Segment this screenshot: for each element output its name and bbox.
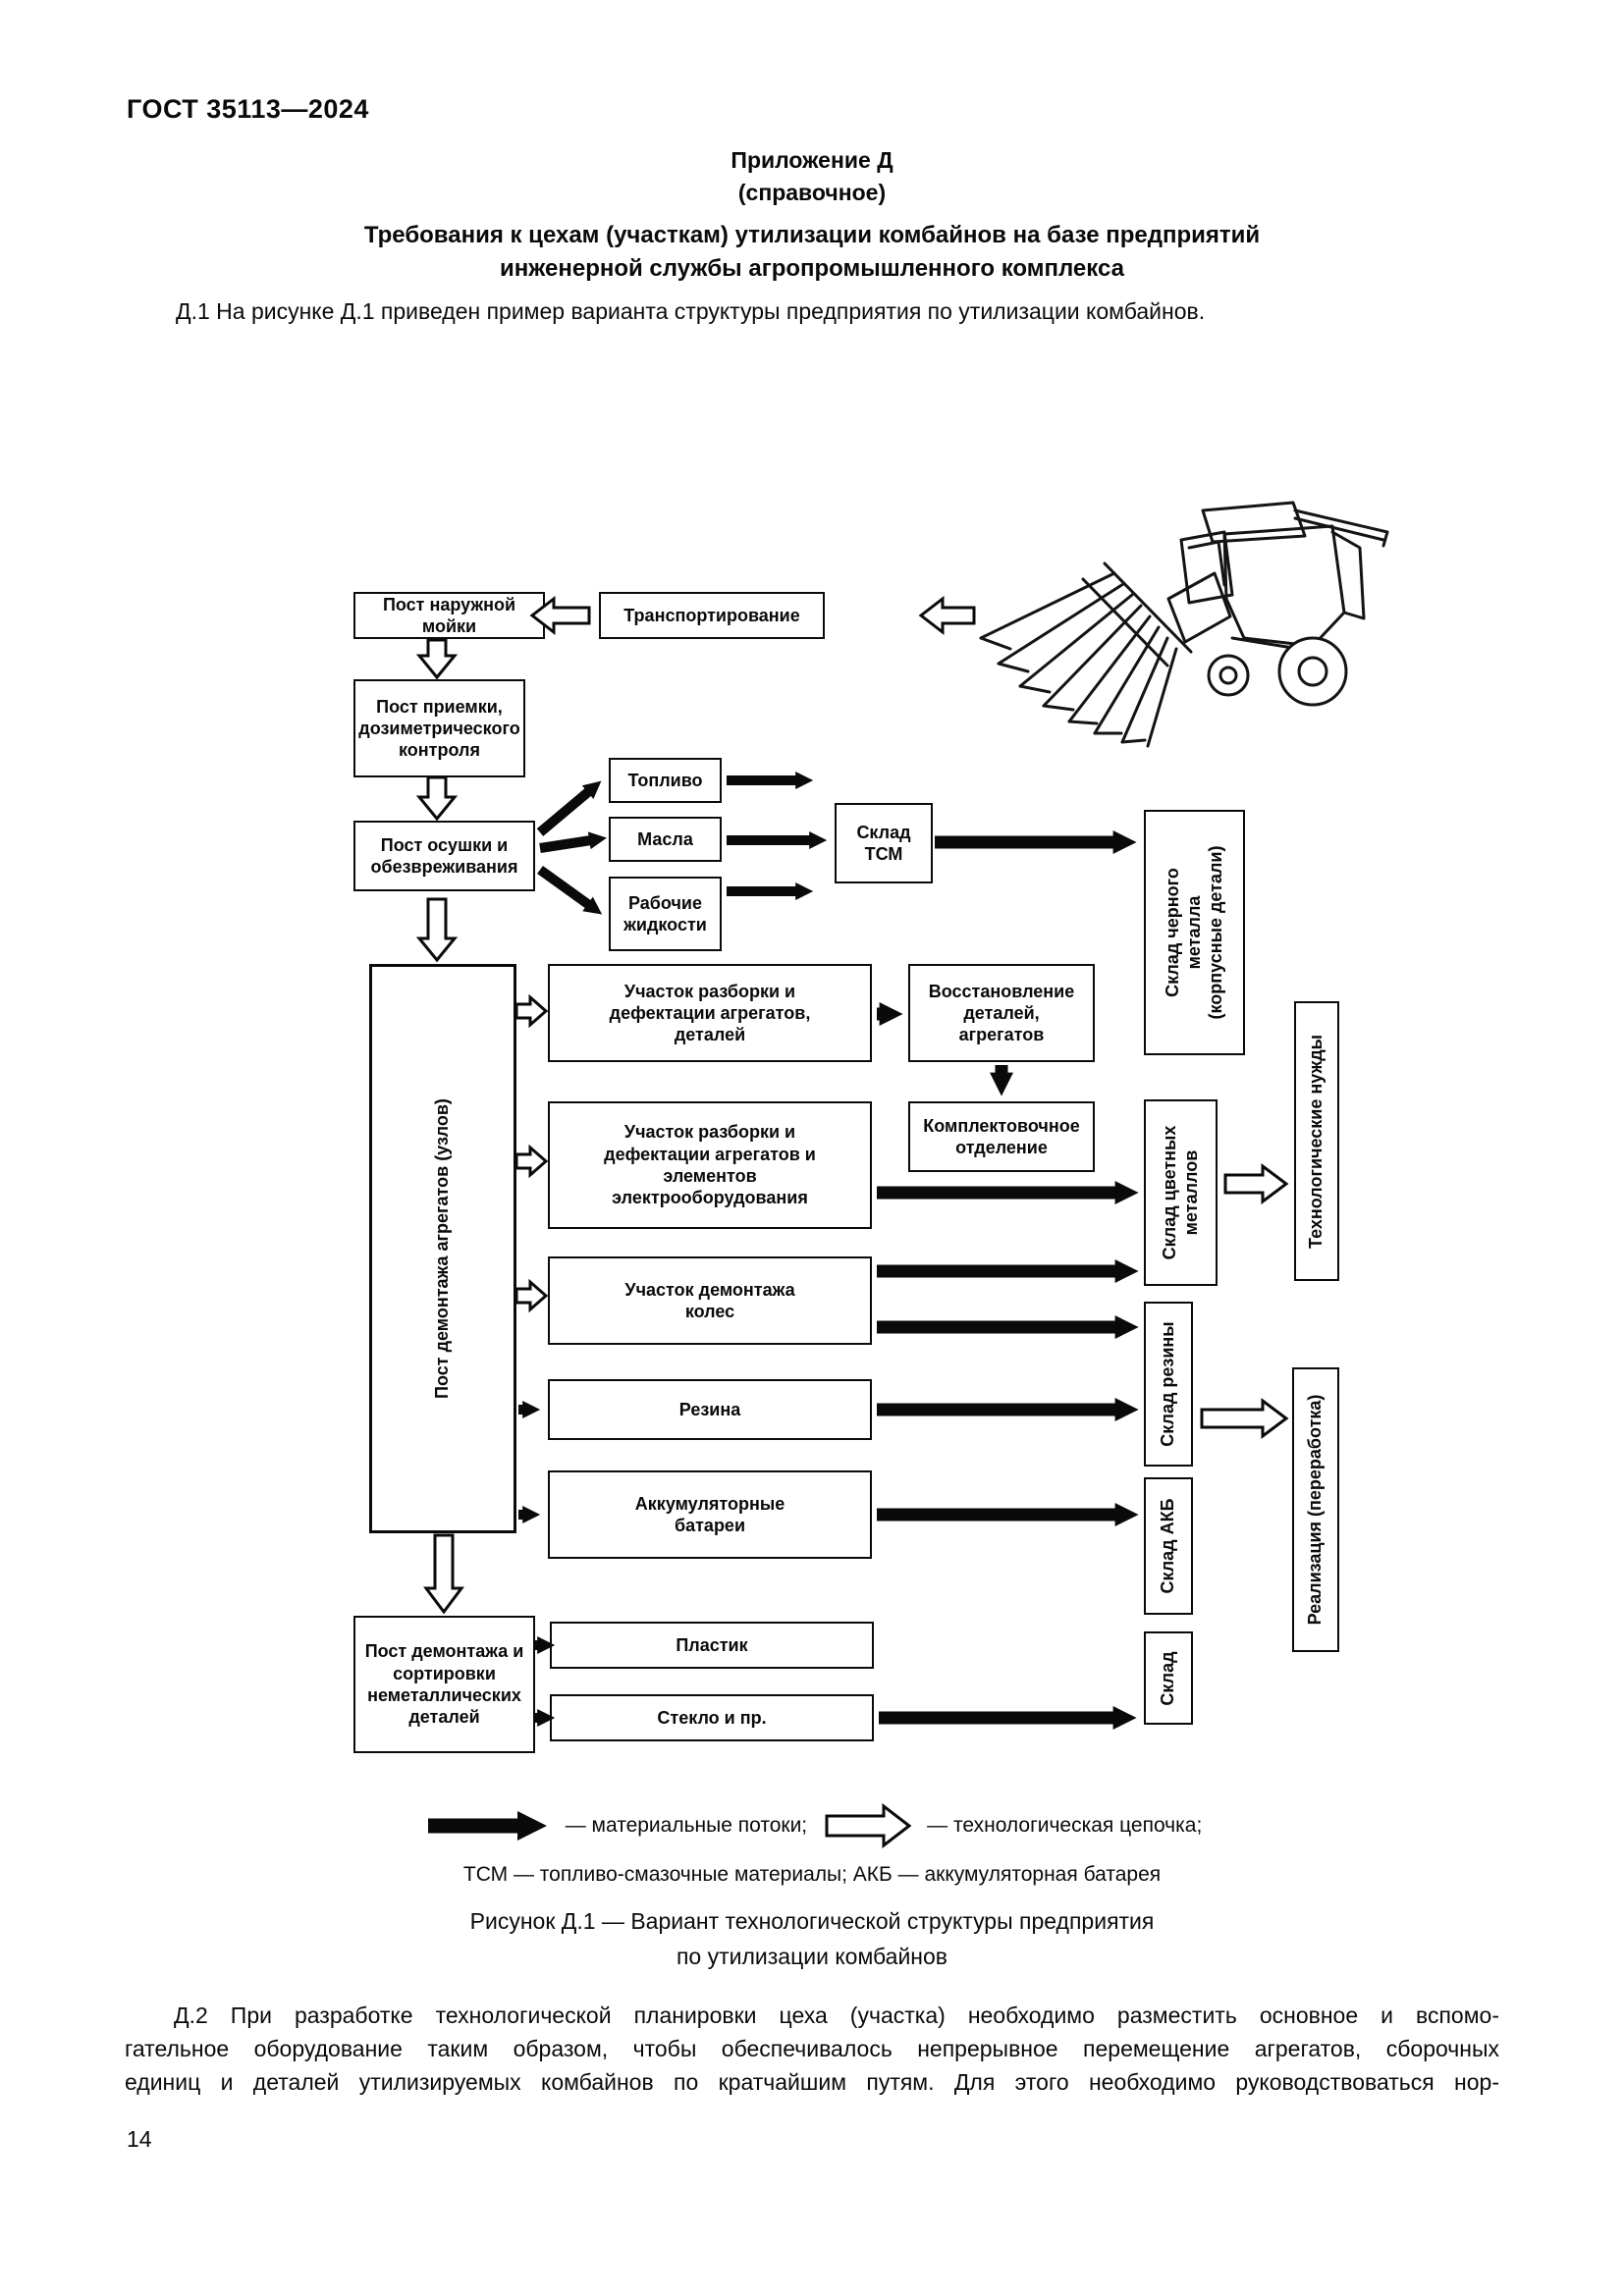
paragraph-d2-line2: гательное оборудование таким образом, чт… — [125, 2036, 1499, 2061]
legend-abbreviations: ТСМ — топливо-смазочные материалы; АКБ —… — [462, 1863, 1162, 1886]
material-flow-label: — материальные потоки; — [565, 1814, 808, 1837]
node-rubber-warehouse-label: Склад резины — [1158, 1321, 1178, 1447]
node-working-fluids: Рабочие жидкости — [609, 877, 722, 951]
node-fuel-lubricants-warehouse: Склад ТСМ — [835, 803, 933, 883]
figure-caption-line1: Рисунок Д.1 — Вариант технологической ст… — [469, 1908, 1155, 1934]
node-sales-processing: Реализация (переработка) — [1292, 1367, 1339, 1652]
material-flow-arrow-icon — [427, 1811, 547, 1841]
node-rubber: Резина — [548, 1379, 872, 1440]
node-oils: Масла — [609, 817, 722, 862]
tech-chain-arrow-icon — [825, 1803, 912, 1848]
node-reception-dosimetric-post: Пост приемки, дозиметрического контроля — [353, 679, 525, 777]
node-glass-etc: Стекло и пр. — [550, 1694, 874, 1741]
figure-caption-line2: по утилизации комбайнов — [676, 1944, 948, 1969]
node-external-washing-post: Пост наружной мойки — [353, 592, 545, 639]
paragraph-d2-line3: единиц и деталей утилизируемых комбайнов… — [125, 2069, 1499, 2095]
standard-code: ГОСТ 35113—2024 — [127, 94, 369, 124]
node-rubber-warehouse: Склад резины — [1144, 1302, 1193, 1467]
node-warehouse-label: Склад — [1158, 1650, 1178, 1706]
page-number: 14 — [127, 2126, 152, 2152]
combine-harvester-illustration — [979, 501, 1389, 748]
document-title-line2: инженерной службы агропромышленного комп… — [500, 255, 1124, 282]
node-battery-warehouse-label: Склад АКБ — [1158, 1498, 1178, 1594]
appendix-type: (справочное) — [737, 180, 887, 205]
figure-legend: — материальные потоки; — технологическая… — [0, 1802, 1624, 1849]
node-fuel: Топливо — [609, 758, 722, 803]
node-technological-needs-label: Технологические нужды — [1306, 1034, 1326, 1249]
node-units-dismantling-post-label: Пост демонтажа агрегатов (узлов) — [432, 1098, 453, 1399]
node-ferrous-metal-warehouse: Склад черного металла (корпусные детали) — [1144, 810, 1245, 1055]
node-disassembly-electrical-section: Участок разборки и дефектации агрегатов … — [548, 1101, 872, 1229]
node-wheels-dismantling-section: Участок демонтажа колес — [548, 1256, 872, 1345]
node-plastic: Пластик — [550, 1622, 874, 1669]
node-nonferrous-metals-warehouse-label: Склад цветных металлов — [1159, 1125, 1201, 1260]
document-title-line1: Требования к цехам (участкам) утилизации… — [363, 222, 1261, 248]
node-units-dismantling-post: Пост демонтажа агрегатов (узлов) — [369, 964, 516, 1533]
node-nonmetallic-sorting-post: Пост демонтажа и сортировки неметалличес… — [353, 1616, 535, 1753]
paragraph-d2-line1: Д.2 При разработке технологической плани… — [174, 2002, 1499, 2028]
node-ferrous-metal-warehouse-label: Склад черного металла (корпусные детали) — [1162, 845, 1225, 1020]
node-draining-neutralization-post: Пост осушки и обезвреживания — [353, 821, 535, 891]
node-nonferrous-metals-warehouse: Склад цветных металлов — [1144, 1099, 1218, 1286]
paragraph-d1: Д.1 На рисунке Д.1 приведен пример вариа… — [176, 298, 1206, 324]
appendix-label: Приложение Д — [731, 147, 893, 173]
node-batteries: Аккумуляторные батареи — [548, 1470, 872, 1559]
node-transportation: Транспортирование — [599, 592, 825, 639]
node-completing-department: Комплектовочное отделение — [908, 1101, 1095, 1172]
node-warehouse: Склад — [1144, 1631, 1193, 1725]
tech-chain-label: — технологическая цепочка; — [927, 1814, 1203, 1837]
node-disassembly-units-parts-section: Участок разборки и дефектации агрегатов,… — [548, 964, 872, 1062]
node-sales-processing-label: Реализация (переработка) — [1305, 1394, 1326, 1626]
node-battery-warehouse: Склад АКБ — [1144, 1477, 1193, 1615]
node-parts-restoration: Восстановление деталей, агрегатов — [908, 964, 1095, 1062]
node-technological-needs: Технологические нужды — [1294, 1001, 1339, 1281]
